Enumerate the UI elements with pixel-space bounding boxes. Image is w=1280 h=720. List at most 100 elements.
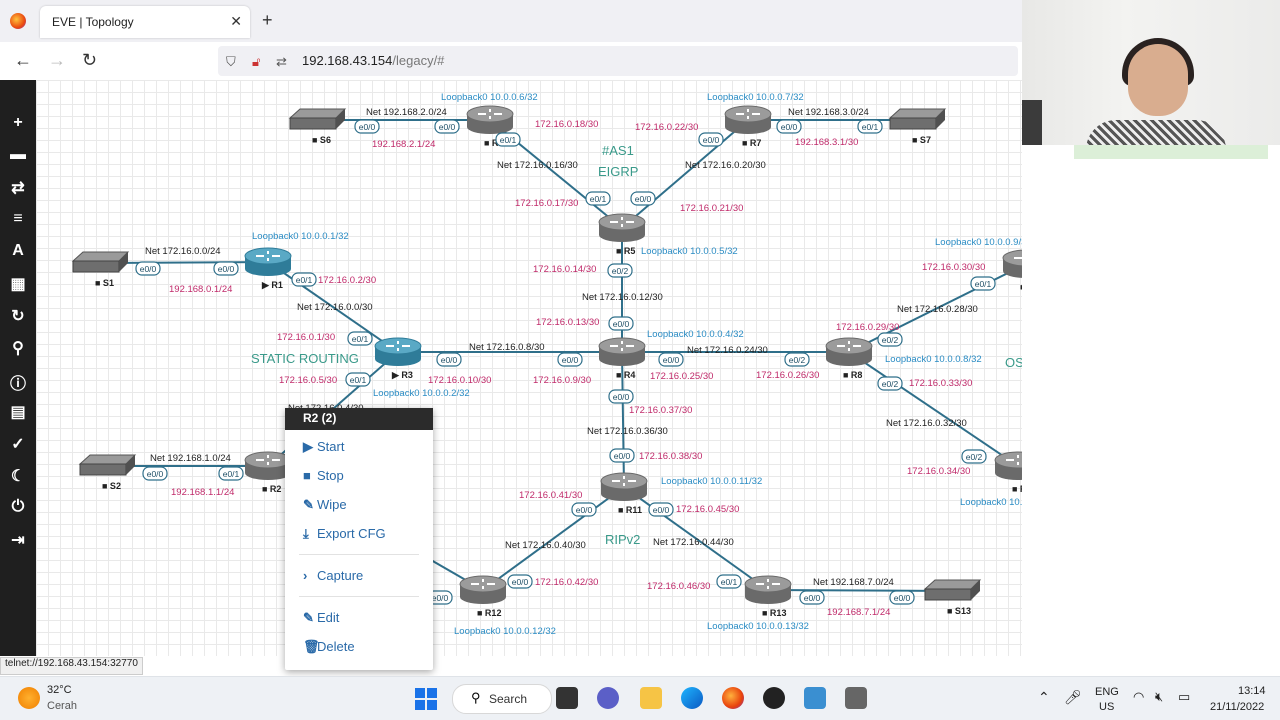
app-icon[interactable] [763, 687, 785, 709]
node-label-S1: ■ S1 [95, 278, 114, 288]
node-S2[interactable] [78, 454, 137, 476]
node-label-R5: ■ R5 [616, 246, 635, 256]
node-R12[interactable] [459, 575, 507, 604]
capture-menu-item[interactable]: ›Capture [303, 568, 364, 583]
refresh-icon[interactable]: ↻ [11, 308, 25, 325]
taskbar-search[interactable]: ⚲ Search [452, 684, 552, 714]
zoom-icon[interactable]: ⚲ [12, 340, 24, 357]
node-R2[interactable] [244, 451, 292, 480]
new-tab-icon[interactable]: + [262, 10, 273, 30]
link-R13-S13[interactable] [767, 589, 954, 592]
node-R10[interactable] [994, 451, 1022, 480]
microphone-icon[interactable]: 🎤︎ [1064, 689, 1082, 705]
status-bar: telnet://192.168.43.154:32770 [0, 657, 143, 675]
node-R5[interactable] [598, 213, 646, 242]
address-label: 172.16.0.25/30 [650, 371, 713, 382]
interface-label: e0/0 [663, 355, 680, 365]
volume-muted-icon[interactable]: 🔇︎ [1155, 689, 1164, 704]
node-label-R3: ▶ R3 [391, 370, 413, 380]
node-R9[interactable] [1002, 249, 1022, 278]
file-explorer-icon[interactable] [640, 687, 662, 709]
dark-mode-icon[interactable]: ☾ [10, 468, 26, 485]
forward-icon[interactable]: → [48, 50, 66, 70]
topology-canvas[interactable] [36, 80, 1022, 656]
interface-badge [877, 332, 903, 347]
node-R6[interactable] [466, 105, 514, 134]
context-menu-header: R2 (2) [285, 408, 433, 430]
node-R13[interactable] [744, 575, 792, 604]
interface-label: e0/0 [140, 264, 157, 274]
windows-start-icon[interactable] [415, 688, 437, 710]
back-icon[interactable]: ← [14, 50, 32, 70]
chevron-right-icon: › [303, 568, 308, 583]
address-label: 172.16.0.26/30 [756, 370, 819, 381]
permissions-icon[interactable]: ⇄ [276, 54, 287, 69]
node-S6[interactable] [288, 108, 347, 130]
weather-sun-icon[interactable] [18, 687, 40, 709]
address-bar[interactable]: ⛉ 🔓︎ ⇄ 192.168.43.154/legacy/# [218, 46, 1018, 76]
interface-label: e0/1 [352, 334, 369, 344]
interface-label: e0/0 [781, 122, 798, 132]
task-view-icon[interactable] [556, 687, 578, 709]
browser-tab[interactable]: EVE | Topology ✕ [40, 6, 250, 38]
shield-icon[interactable]: ⛉ [226, 54, 236, 69]
startup-config-icon[interactable]: ≡ [13, 210, 23, 227]
interface-label: e0/0 [635, 194, 652, 204]
node-S7[interactable] [888, 108, 947, 130]
lang-eng[interactable]: ENG [1095, 686, 1119, 698]
start-menu-item[interactable]: ▶Start [303, 439, 345, 454]
export-cfg-menu-item[interactable]: ⤓Export CFG [303, 526, 386, 541]
network-label: Net 192.168.3.0/24 [788, 107, 869, 118]
list-icon[interactable]: ▤ [10, 404, 26, 421]
node-S1[interactable] [71, 251, 130, 273]
address-label: 192.168.0.1/24 [169, 284, 232, 295]
logout-icon[interactable]: ⇥ [11, 532, 25, 549]
edit-menu-item[interactable]: ✎Edit [303, 610, 340, 625]
interface-label: e0/0 [703, 135, 720, 145]
edge-icon[interactable] [681, 687, 703, 709]
node-R1[interactable] [244, 247, 292, 276]
networks-icon[interactable]: ⇄ [11, 180, 25, 197]
add-node-icon[interactable]: + [13, 114, 23, 131]
battery-icon[interactable]: ▭ [1178, 689, 1191, 704]
link-R7-R5[interactable] [621, 119, 749, 229]
close-tab-icon[interactable]: ✕ [230, 13, 242, 29]
node-R7[interactable] [724, 105, 772, 134]
interface-badge [557, 352, 583, 367]
stop-menu-item[interactable]: ■Stop [303, 468, 344, 483]
chevron-up-icon[interactable]: ⌃ [1038, 689, 1050, 705]
reload-icon[interactable]: ↻ [82, 50, 98, 70]
wifi-icon[interactable]: ◠ [1133, 689, 1145, 704]
node-R11[interactable] [600, 472, 648, 501]
node-R3[interactable] [374, 337, 422, 366]
node-S13[interactable] [923, 579, 982, 601]
chat-icon[interactable] [597, 687, 619, 709]
firefox-icon[interactable] [10, 13, 26, 29]
insecure-lock-icon[interactable]: 🔓︎ [252, 54, 261, 69]
link-S1-R1[interactable] [100, 261, 269, 264]
lang-us[interactable]: US [1099, 701, 1115, 713]
node-R4[interactable] [598, 337, 646, 366]
link-R1-R3[interactable] [267, 261, 399, 353]
link-R8-R10[interactable] [848, 351, 1019, 467]
protocol-label: STATIC ROUTING [251, 351, 359, 366]
power-icon[interactable]: ⏻ [11, 498, 25, 515]
network-label: Net 192.168.2.0/24 [366, 107, 447, 118]
link-R4-R11[interactable] [621, 351, 625, 488]
info-icon[interactable]: ⓘ [9, 376, 26, 393]
wipe-menu-item[interactable]: ✎Wipe [303, 497, 347, 512]
link-R11-R13[interactable] [623, 486, 769, 591]
grid-icon[interactable]: ▦ [10, 276, 26, 293]
text-icon[interactable]: A [12, 242, 24, 259]
interface-label: e0/2 [612, 266, 629, 276]
delete-menu-item[interactable]: 🗑︎Delete [303, 639, 355, 654]
app-icon-2[interactable] [804, 687, 826, 709]
address-label: 172.16.0.37/30 [629, 405, 692, 416]
node-R8[interactable] [825, 337, 873, 366]
link-R11-R12[interactable] [482, 486, 625, 591]
address-label: 172.16.0.22/30 [635, 122, 698, 133]
network-app-icon[interactable] [845, 687, 867, 709]
nodes-icon[interactable]: ▬ [10, 146, 26, 163]
firefox-taskbar-icon[interactable] [722, 687, 744, 709]
status-icon[interactable]: ✓ [11, 436, 25, 453]
